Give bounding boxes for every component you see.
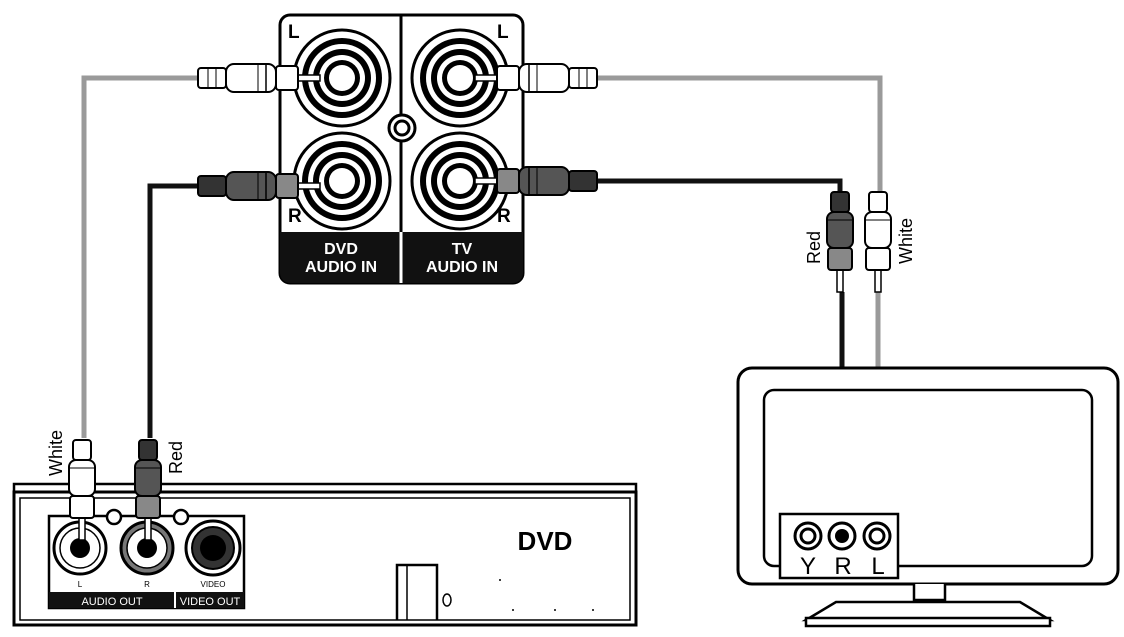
- dvd-audio-in-label-line2: AUDIO IN: [305, 259, 377, 276]
- panel-right-label-dvd: R: [288, 206, 302, 227]
- panel-right-label-tv: R: [497, 206, 511, 227]
- dvd-audio-in-label-line1: DVD: [324, 241, 358, 258]
- tv-l-jack[interactable]: [862, 521, 892, 551]
- tv-r-jack[interactable]: [827, 521, 857, 551]
- audio-input-panel: L L R R DVD AUDIO IN TV AUDIO IN: [278, 13, 525, 285]
- tv-set: Y R L: [736, 366, 1120, 628]
- tv-y-jack[interactable]: [793, 521, 823, 551]
- white-cable-label-dvd: White: [46, 430, 66, 476]
- tv-audio-in-label-line2: AUDIO IN: [426, 259, 498, 276]
- white-cable-label-tv: White: [896, 218, 916, 264]
- dvd-jack-video-label: VIDEO: [201, 580, 226, 589]
- dvd-audio-out-label: AUDIO OUT: [81, 596, 142, 608]
- dvd-video-jack[interactable]: [184, 519, 242, 577]
- tv-l-label: L: [871, 553, 884, 580]
- dvd-in-right-jack[interactable]: [292, 131, 392, 231]
- white-cable-dvd: [81, 75, 200, 438]
- dvd-indicator-icon: [442, 593, 452, 607]
- tv-audio-in-label-line1: TV: [452, 241, 473, 258]
- dvd-player-title: DVD: [518, 526, 573, 556]
- dvd-video-out-label: VIDEO OUT: [180, 596, 241, 608]
- tv-y-label: Y: [800, 553, 816, 580]
- panel-left-label-tv: L: [497, 22, 509, 43]
- red-cable-dvd: [147, 183, 200, 438]
- dvd-jack-l-label: L: [78, 580, 83, 589]
- dvd-jack-r-label: R: [144, 580, 150, 589]
- dvd-slot: [395, 563, 439, 620]
- dvd-audio-r-jack[interactable]: [119, 520, 175, 576]
- red-plug-tv-side: [826, 191, 854, 293]
- red-cable-label-tv: Red: [804, 231, 824, 264]
- dvd-audio-l-jack[interactable]: [52, 520, 108, 576]
- red-cable-label-dvd: Red: [166, 441, 186, 474]
- panel-left-label-dvd: L: [288, 22, 300, 43]
- white-plug-tv-side: [864, 191, 892, 293]
- dvd-player: L R VIDEO AUDIO OUT VIDEO OUT DVD: [12, 482, 638, 627]
- tv-r-label: R: [834, 553, 851, 580]
